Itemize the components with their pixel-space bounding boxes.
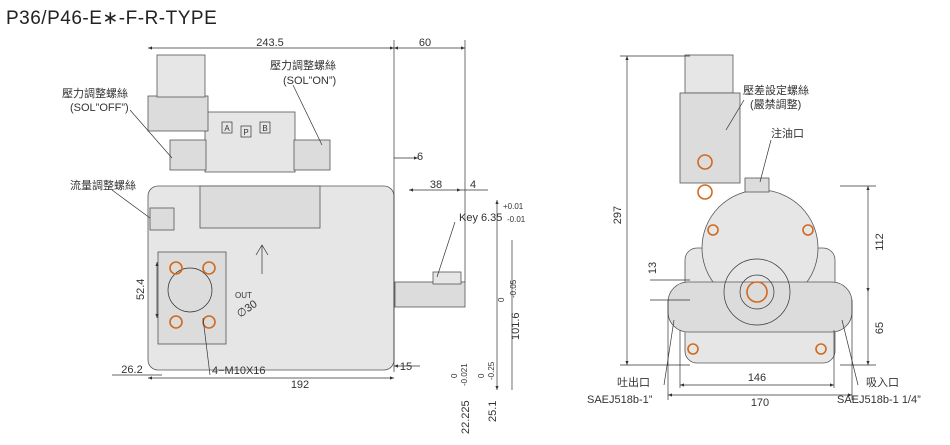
port-label-p: P xyxy=(243,128,248,137)
shaft-tol-top: 0 xyxy=(497,297,506,302)
label-suction-spec: SAEJ518b-1 1/4” xyxy=(837,394,921,406)
dim-65: 65 xyxy=(874,322,886,334)
front-housing-ring xyxy=(723,258,791,326)
shaft xyxy=(394,281,466,308)
label-suction: 吸入口 xyxy=(866,377,899,389)
label-pressure-on-sub: (SOL”ON”) xyxy=(283,75,336,87)
side-view: A P B OUT 243.5 60 6 38 4 +0.01 Key 6.35… xyxy=(62,37,526,434)
pressure-screw-off xyxy=(169,139,207,171)
label-pressure-off: 壓力調整螺絲 xyxy=(62,86,128,100)
dim-26: 26.2 xyxy=(121,364,142,376)
oil-fill-plug xyxy=(744,177,770,193)
front-shaft-ring xyxy=(739,274,775,310)
dim-13: 13 xyxy=(647,262,659,274)
key-tol-plus: +0.01 xyxy=(503,202,524,211)
flow-screw-housing xyxy=(149,207,175,231)
dim-192: 192 xyxy=(291,379,309,391)
pressure-screw-on xyxy=(293,139,331,171)
dim-4: 4 xyxy=(470,179,476,191)
front-mount-flange xyxy=(667,281,853,333)
dim-shaft-length: 60 xyxy=(419,37,431,49)
d22-tol-top: 0 xyxy=(450,373,459,378)
valve-base xyxy=(199,185,321,229)
label-discharge-spec: SAEJ518b-1” xyxy=(587,394,653,406)
shaft-key xyxy=(432,271,462,285)
dim-170: 170 xyxy=(751,397,769,409)
solenoid-coil xyxy=(147,95,209,132)
key-tol-minus: -0.01 xyxy=(507,215,526,224)
dim-146: 146 xyxy=(748,372,766,384)
dim-25: 25.1 xyxy=(487,401,499,422)
dim-6: 6 xyxy=(417,151,423,163)
label-pressure-off-sub: (SOL”OFF”) xyxy=(70,102,129,114)
dim-m10: 4−M10X16 xyxy=(212,365,266,377)
label-diff-setting-sub: (嚴禁調整) xyxy=(750,97,801,111)
solenoid-connector xyxy=(156,54,206,98)
dim-15: 15 xyxy=(400,361,412,373)
label-discharge: 吐出口 xyxy=(617,375,650,389)
label-oil-fill: 注油口 xyxy=(771,126,804,140)
d25-tol-top: 0 xyxy=(477,373,486,378)
dim-52: 52.4 xyxy=(135,279,147,300)
drawing-title: P36/P46-E∗-F-R-TYPE xyxy=(6,8,218,29)
dim-22: 22.225 xyxy=(460,400,472,434)
d22-tol-bot: -0.021 xyxy=(460,363,469,386)
label-flow-adjust: 流量調整螺絲 xyxy=(70,178,136,192)
dim-38: 38 xyxy=(430,179,442,191)
port-label-b: B xyxy=(262,124,267,133)
dim-112: 112 xyxy=(874,233,886,251)
outlet-port xyxy=(167,267,213,313)
front-solenoid xyxy=(684,54,734,94)
flow-arrow-icon xyxy=(255,244,269,274)
outlet-flange xyxy=(157,251,227,345)
dim-height: 297 xyxy=(612,206,624,224)
port-label-a: A xyxy=(224,124,230,133)
out-label: OUT xyxy=(235,291,252,300)
shaft-tol-bot: -0.05 xyxy=(509,279,518,298)
d25-tol-bot: -0.25 xyxy=(487,361,496,380)
front-view: 297 112 13 65 146 170 壓差設定螺絲 (嚴禁調整) 注油口 … xyxy=(587,54,921,409)
dim-length: 243.5 xyxy=(256,37,284,49)
key-label: Key 6.35 xyxy=(459,212,502,224)
front-valve-stack xyxy=(679,92,741,184)
solenoid-valve xyxy=(204,111,296,173)
dim-shaft-dia: 101.6 xyxy=(510,312,522,340)
label-diff-setting: 壓差設定螺絲 xyxy=(743,83,809,97)
label-pressure-on: 壓力調整螺絲 xyxy=(270,58,336,72)
